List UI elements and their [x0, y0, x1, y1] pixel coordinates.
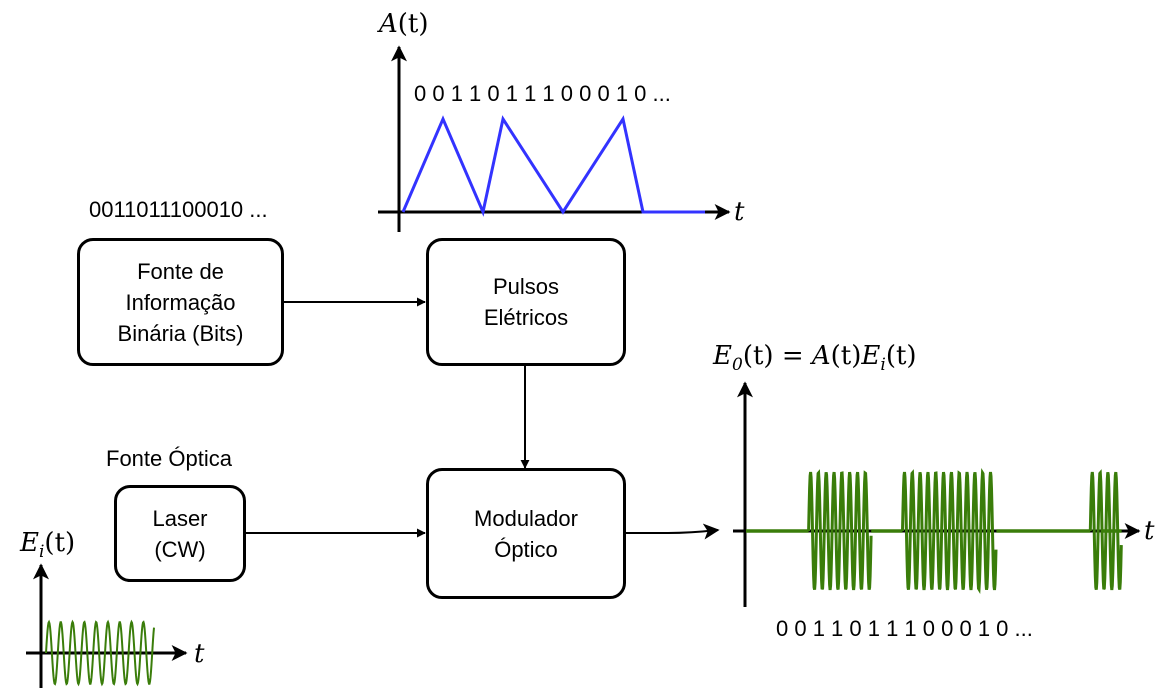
eo-subscript: 0	[731, 355, 743, 376]
pulses-y-label: A(t)	[379, 9, 429, 39]
output-t-label: t	[1144, 516, 1155, 546]
laser-label-line1: Laser	[152, 505, 208, 531]
output-y-label: E0(t) = A(t)Ei(t)	[713, 341, 917, 375]
source-label-line1: Fonte de	[137, 258, 224, 284]
modulator-label-line1: Modulador	[474, 505, 578, 531]
laser-block: Laser (CW)	[114, 485, 246, 582]
arrow-modulator-to-output	[626, 523, 720, 540]
laser-carrier-waveform	[45, 619, 155, 687]
laser-t-label: t	[194, 639, 205, 669]
pulse-waveform	[401, 115, 705, 217]
laser-label-line2: (CW)	[154, 536, 206, 562]
pulses-label-line1: Pulsos	[492, 274, 560, 299]
source-label-line2: Informação	[125, 289, 236, 315]
eo-ei-argument: (t)	[885, 341, 917, 371]
a-argument: (t)	[397, 9, 429, 39]
eo-a-symbol: A	[811, 341, 831, 371]
source-block: Fonte de Informação Binária (Bits)	[77, 238, 284, 366]
output-carrier-burst	[807, 469, 873, 591]
pulses-t-label: t	[734, 197, 745, 227]
eo-ei-symbol: E	[861, 341, 881, 371]
laser-y-label: Ei(t)	[20, 528, 75, 562]
modulator-block: Modulador Óptico	[426, 468, 626, 599]
output-carrier-burst	[901, 467, 998, 595]
source-label-line3: Binária (Bits)	[117, 320, 244, 346]
bit-string-label: 0011011100010 ...	[89, 197, 268, 222]
optical-source-label: Fonte Óptica	[106, 446, 232, 471]
ei-argument: (t)	[44, 528, 76, 558]
output-bit-sequence: 0 0 1 1 0 1 1 1 0 0 0 1 0 ...	[776, 616, 1033, 641]
pulses-bit-sequence: 0 0 1 1 0 1 1 1 0 0 0 1 0 ...	[414, 81, 671, 106]
eo-argument: (t) =	[742, 341, 812, 371]
pulses-block: Pulsos Elétricos	[426, 238, 626, 366]
modulator-label-line2: Óptico	[494, 536, 558, 562]
eo-ei-subscript: i	[880, 355, 886, 376]
output-modulated-signal	[746, 467, 1123, 595]
ei-symbol: E	[20, 528, 39, 558]
output-carrier-burst	[1088, 469, 1123, 591]
pulses-label-line2: Elétricos	[483, 305, 569, 330]
ei-subscript: i	[38, 542, 45, 563]
eo-symbol: E	[713, 341, 732, 371]
eo-a-argument: (t)	[830, 341, 862, 371]
a-symbol: A	[379, 9, 398, 39]
